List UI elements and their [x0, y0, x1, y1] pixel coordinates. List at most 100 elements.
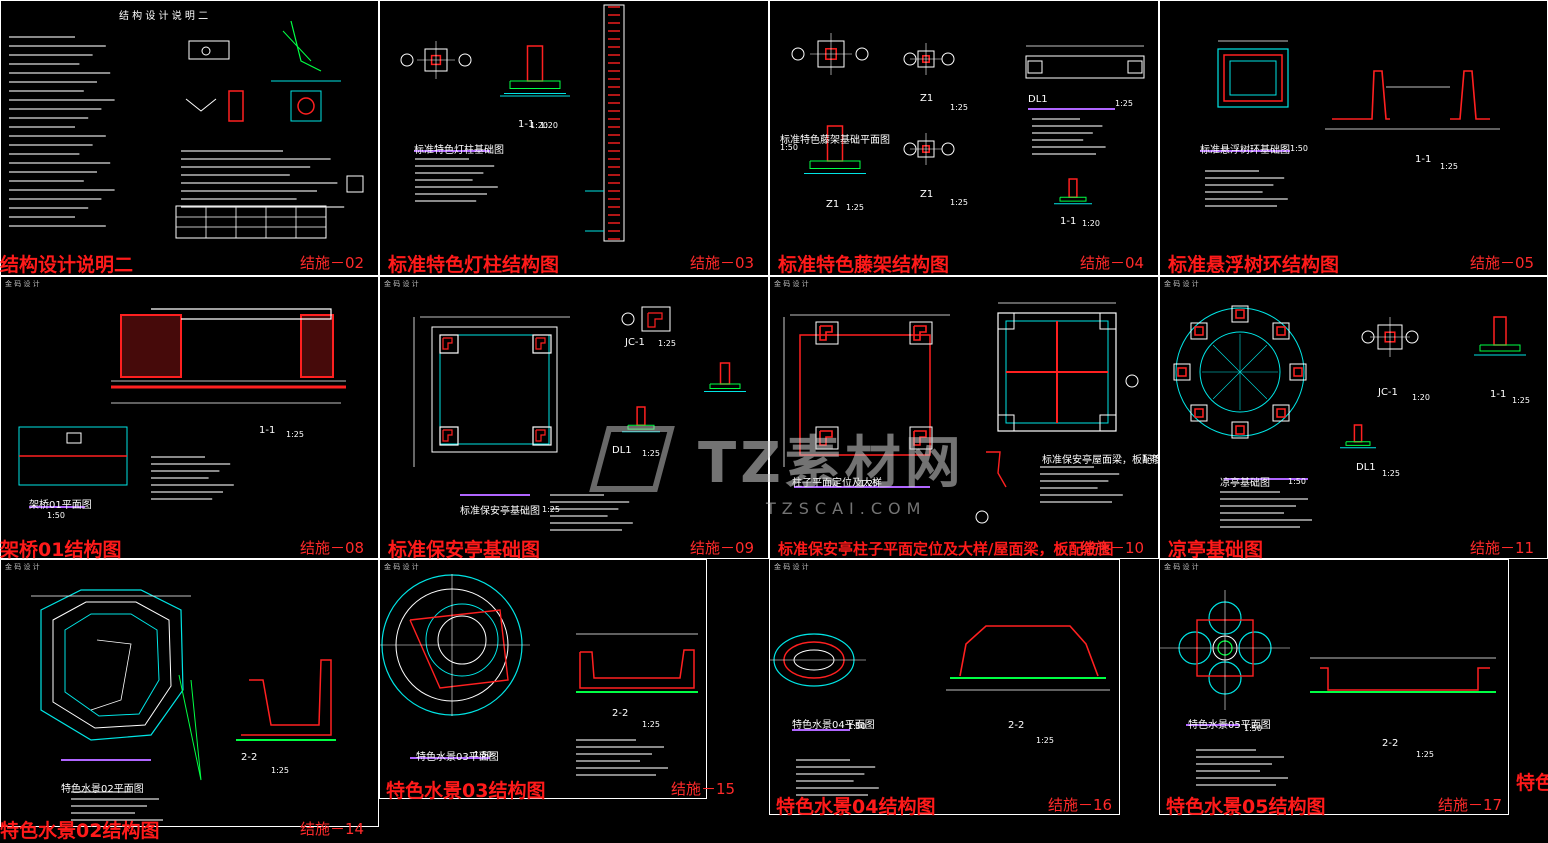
- drawing-label: Z1: [920, 93, 934, 104]
- pavilion-footing: [1272, 404, 1290, 422]
- sheet-title: 特色水景05结构图: [1166, 796, 1326, 818]
- column-lshape: [535, 337, 546, 350]
- sheet-drawing: [1173, 305, 1526, 528]
- drawing-label: 1:25: [1142, 454, 1159, 463]
- anchor: [201, 46, 211, 56]
- sheet-title: 凉亭基础图: [1168, 539, 1264, 561]
- column-footing: [815, 321, 839, 345]
- footing-outline: [709, 383, 741, 389]
- drawing-label: 1:20: [540, 121, 558, 130]
- drawing-label: 1-1: [1415, 154, 1432, 165]
- drawing-label: JC-1: [625, 337, 645, 348]
- column-section: [1353, 424, 1363, 443]
- sheet-title: 标准悬浮树环结构图: [1168, 254, 1340, 276]
- pavilion-spoke: [1239, 371, 1268, 400]
- drawing-label: 2-2: [612, 708, 629, 719]
- pond03-inner: [425, 603, 499, 677]
- pavilion-column: [1235, 425, 1245, 435]
- sheet-number: 结施－02: [300, 254, 365, 272]
- guard-house-plan: [431, 326, 558, 453]
- pavilion-column: [1293, 367, 1303, 377]
- sheet-header: 金 码 设 计: [5, 563, 40, 571]
- sheet-number: 结施－04: [1080, 254, 1145, 272]
- drawing-label: 凉亭基础图: [1220, 478, 1270, 489]
- pavilion-footing: [1190, 322, 1208, 340]
- lamp-post-outline: [603, 4, 625, 242]
- drawing-label: 1:25: [1512, 396, 1530, 405]
- stair-detail: [282, 30, 312, 62]
- roof-corner: [997, 414, 1015, 432]
- pavilion-footing: [1231, 421, 1249, 439]
- detail-box: [188, 40, 230, 60]
- sheet-drawing: [791, 33, 1145, 205]
- pavilion-column: [1276, 408, 1286, 418]
- drawing-label: 1:50: [780, 143, 798, 152]
- leader-line: [178, 674, 202, 781]
- axis-bubble: [1405, 330, 1419, 344]
- drawing-label: 1:25: [658, 339, 676, 348]
- pond05-section: [1320, 667, 1490, 691]
- drawing-label: 结 构 设 计 说 明 二: [119, 11, 209, 22]
- axis-bubble: [941, 52, 955, 66]
- pavilion-spoke: [1212, 371, 1241, 400]
- drawing-label: 1:25: [1115, 99, 1133, 108]
- drawing-label: JC-1: [1378, 387, 1398, 398]
- sheet-drawing: [783, 302, 1139, 524]
- drawing-label: 1:25: [642, 449, 660, 458]
- drawing-label: 1-1: [518, 119, 535, 130]
- sheet-title: 特色水景02结构图: [0, 820, 160, 842]
- pavilion-footing: [1173, 363, 1191, 381]
- drawing-label: DL1: [612, 445, 632, 456]
- sheet-drawing: [413, 306, 746, 531]
- sheet-drawing: [770, 625, 1110, 796]
- bridge-abutment-left: [120, 314, 182, 378]
- footing-outline: [1345, 441, 1371, 446]
- drawing-label: 1:25: [542, 505, 560, 514]
- sheet-header: 金 码 设 计: [1164, 563, 1199, 571]
- axis-bubble: [855, 47, 869, 61]
- drawing-sheet[interactable]: 结 构 设 计 说 明 二: [0, 0, 379, 276]
- column-footing: [909, 321, 933, 345]
- column-footing: [909, 426, 933, 450]
- drawing-label: DL1: [1028, 94, 1048, 105]
- drawing-label: 1-1: [259, 425, 276, 436]
- pavilion-ring-inner: [1199, 331, 1281, 413]
- axis-bubble: [621, 312, 635, 326]
- column-section: [1493, 316, 1507, 346]
- sheet-header: 金 码 设 计: [774, 563, 809, 571]
- sheet-number: 结施－08: [300, 539, 365, 557]
- column-lshape: [442, 337, 453, 350]
- drawing-label: 1:25: [846, 203, 864, 212]
- pond02-section: [241, 659, 332, 736]
- drawing-label: 1:25: [1382, 469, 1400, 478]
- sheet-title: 特色水景04结构图: [776, 796, 936, 818]
- drawing-label: 1:20: [1412, 393, 1430, 402]
- pond03-rebar-ring: [409, 609, 509, 689]
- pavilion-footing: [1190, 404, 1208, 422]
- drawing-label: 标准特色藤架基础平面图: [780, 135, 890, 146]
- axis-bubble: [1361, 330, 1375, 344]
- ring-section-left: [1332, 70, 1390, 120]
- drawing-label: 1:25: [860, 479, 878, 488]
- footing-outline: [627, 424, 655, 430]
- sheet-drawing: [400, 4, 625, 242]
- sheet-header: 金 码 设 计: [5, 280, 40, 288]
- sheet-number: 结施－17: [1438, 796, 1503, 814]
- axis-bubble: [903, 52, 917, 66]
- pier: [1027, 60, 1043, 74]
- drawing-label: 标准保安亭基础图: [460, 506, 540, 517]
- pond03-core: [437, 615, 487, 665]
- sheet-header: 金 码 设 计: [384, 563, 419, 571]
- pavilion-column: [1177, 367, 1187, 377]
